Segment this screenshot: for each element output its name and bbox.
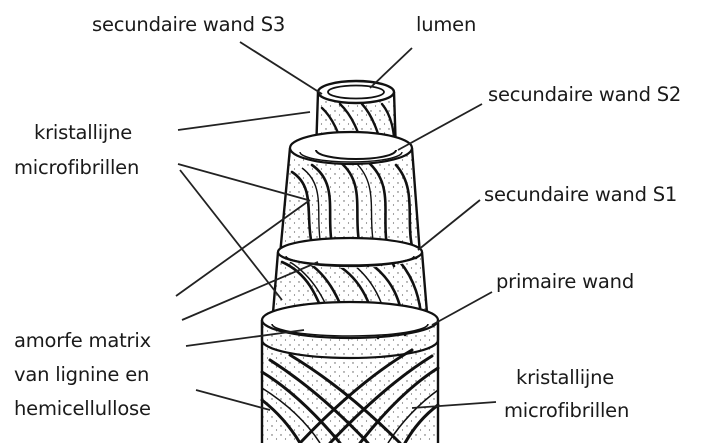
label-amorfe-matrix: amorfe matrix bbox=[14, 328, 151, 354]
lumen-opening bbox=[318, 81, 394, 103]
leader-s2 bbox=[398, 104, 482, 150]
label-microfibrillen-left: microfibrillen bbox=[14, 155, 139, 181]
s1-wall-rim bbox=[278, 238, 422, 266]
label-secundaire-wand-s1: secundaire wand S1 bbox=[484, 182, 677, 208]
leader-primaire bbox=[432, 292, 492, 325]
label-lumen: lumen bbox=[416, 12, 476, 38]
leader-amorf-d bbox=[196, 390, 270, 410]
label-hemicellullose: hemicellullose bbox=[14, 396, 151, 422]
label-kristallijne-left: kristallijne bbox=[34, 120, 132, 146]
label-microfibrillen-right: microfibrillen bbox=[504, 398, 629, 424]
label-van-lignine-en: van lignine en bbox=[14, 362, 149, 388]
label-primaire-wand: primaire wand bbox=[496, 269, 634, 295]
leader-s3 bbox=[240, 42, 322, 94]
label-kristallijne-right: kristallijne bbox=[516, 365, 614, 391]
s2-wall-rim bbox=[290, 132, 412, 164]
leader-kristal-left-c bbox=[180, 170, 282, 300]
label-secundaire-wand-s3: secundaire wand S3 bbox=[92, 12, 285, 38]
leader-kristal-left-a bbox=[178, 112, 310, 130]
label-secundaire-wand-s2: secundaire wand S2 bbox=[488, 82, 681, 108]
leader-s1 bbox=[418, 200, 480, 250]
leader-lumen bbox=[370, 48, 412, 88]
